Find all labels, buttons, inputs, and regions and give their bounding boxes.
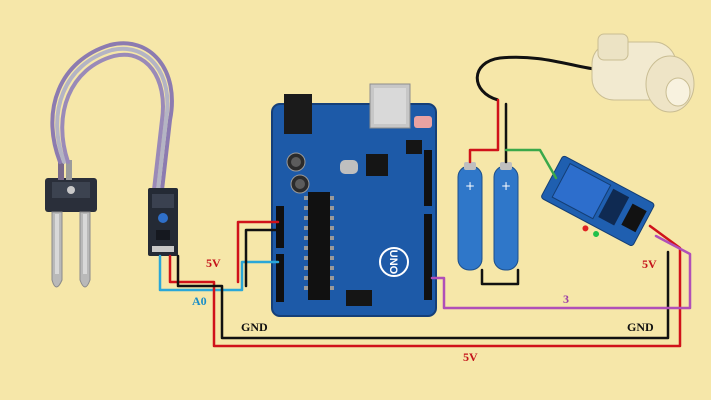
wire-a0 <box>158 254 280 292</box>
board-logo: UNO <box>387 250 399 275</box>
wires <box>158 98 692 348</box>
wire-sensor-gnd <box>176 250 670 340</box>
label-5v-bottom: 5V <box>463 350 478 364</box>
label-pin3: 3 <box>563 292 569 306</box>
wire-relay-green <box>504 148 558 180</box>
label-5v-right: 5V <box>642 257 657 271</box>
label-a0: A0 <box>192 294 207 308</box>
water-pump <box>475 33 695 113</box>
label-gnd-right: GND <box>627 320 654 334</box>
arduino-uno-board: UNO <box>271 83 437 317</box>
relay-module <box>541 155 655 246</box>
wire-pin3 <box>430 234 692 310</box>
wire-relay-black <box>480 268 520 286</box>
wire-board-gnd <box>244 228 280 288</box>
wire-pump-red <box>468 98 500 164</box>
svg-text:+: + <box>501 179 511 193</box>
probe-cable <box>50 41 174 192</box>
sensor-module <box>148 188 178 256</box>
label-5v-left: 5V <box>206 256 221 270</box>
label-gnd-left: GND <box>241 320 268 334</box>
svg-text:+: + <box>465 179 475 193</box>
soil-moisture-probe <box>45 160 97 288</box>
battery-pack: + + <box>457 162 519 271</box>
wire-board-5v <box>236 220 280 284</box>
